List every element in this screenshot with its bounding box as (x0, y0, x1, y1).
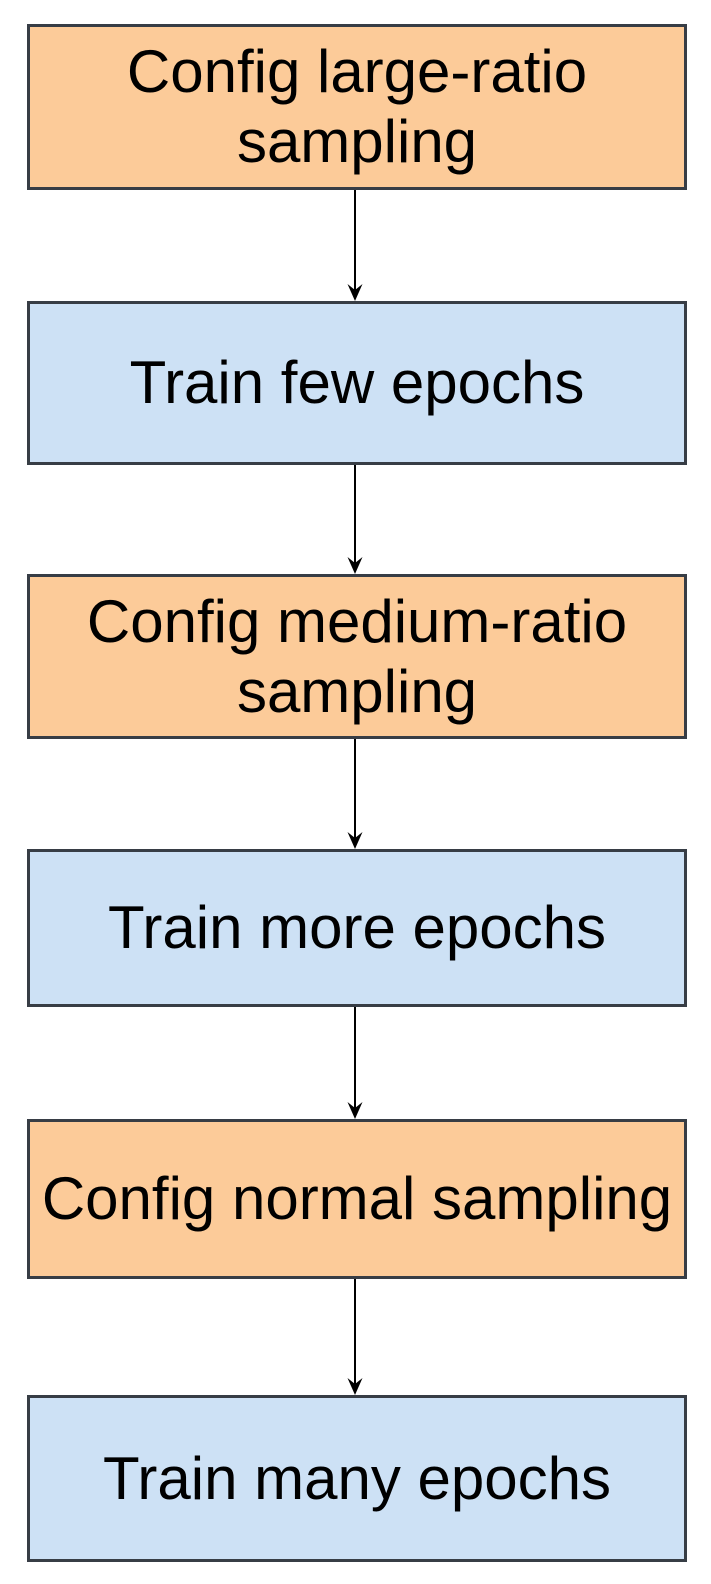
flow-node-config-large-ratio: Config large-ratio sampling (27, 24, 687, 190)
arrow-down-icon (347, 190, 363, 301)
arrow-down-icon (347, 465, 363, 574)
flow-node-label: Config normal sampling (41, 1165, 673, 1232)
flow-node-label: Train few epochs (129, 349, 585, 416)
flow-node-label: Config medium-ratio sampling (86, 587, 628, 725)
flow-node-train-few: Train few epochs (27, 301, 687, 465)
flow-node-config-normal: Config normal sampling (27, 1119, 687, 1279)
flow-node-label: Train more epochs (108, 894, 606, 961)
arrow-down-icon (347, 1007, 363, 1119)
flow-node-train-many: Train many epochs (27, 1395, 687, 1562)
flow-node-train-more: Train more epochs (27, 849, 687, 1007)
arrow-down-icon (347, 739, 363, 849)
flow-node-label: Train many epochs (102, 1444, 611, 1512)
flow-node-label: Config large-ratio sampling (126, 38, 588, 175)
arrow-down-icon (347, 1279, 363, 1395)
flow-node-config-medium-ratio: Config medium-ratio sampling (27, 574, 687, 739)
